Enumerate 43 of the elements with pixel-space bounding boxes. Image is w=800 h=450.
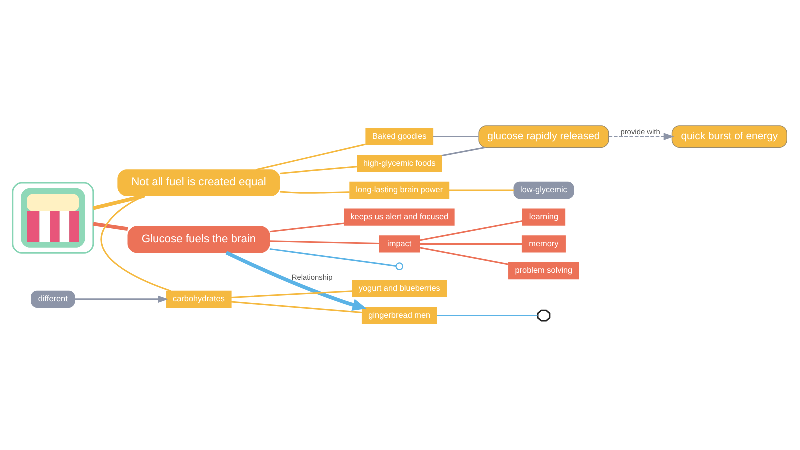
connector [270,248,396,267]
connector [256,144,366,171]
node-box: Glucose fuels the brain [128,226,270,254]
connector [420,220,523,242]
node-picture [12,182,94,254]
connector [280,166,358,175]
connector [270,240,380,244]
node-circle [396,262,404,270]
node-box: quick burst of energy [672,126,788,148]
node-box: keeps us alert and focused [344,208,455,226]
connector [270,222,345,233]
node-box: low-glycemic [514,182,574,200]
edge-label: provide with [620,128,660,137]
node-box: carbohydrates [166,290,232,308]
connector [231,301,362,314]
node-box: impact [379,236,420,253]
node-box: glucose rapidly released [478,126,610,148]
node-box: high-glycemic foods [357,155,442,172]
node-box: problem solving [508,262,580,280]
connector [420,243,522,245]
connector [280,191,350,194]
node-box: gingerbread men [362,307,438,324]
connector [449,190,514,192]
connector [93,194,145,210]
connector [437,315,538,317]
arrow [226,251,367,311]
connector [100,195,172,292]
node-box: different [31,290,76,308]
node-hand [537,310,551,322]
edge-label: Relationship [292,273,333,282]
connector [434,136,479,138]
node-box: Not all fuel is created equal [118,170,280,196]
connector [420,247,509,266]
arrow [608,133,674,140]
node-box: yogurt and blueberries [352,280,447,298]
connector [231,290,353,298]
node-box: long-lasting brain power [350,182,450,200]
connector [93,222,128,232]
connector [442,146,486,157]
node-box: memory [522,236,566,253]
arrow [74,296,169,304]
node-box: learning [522,208,566,226]
node-box: Baked goodies [366,128,434,146]
